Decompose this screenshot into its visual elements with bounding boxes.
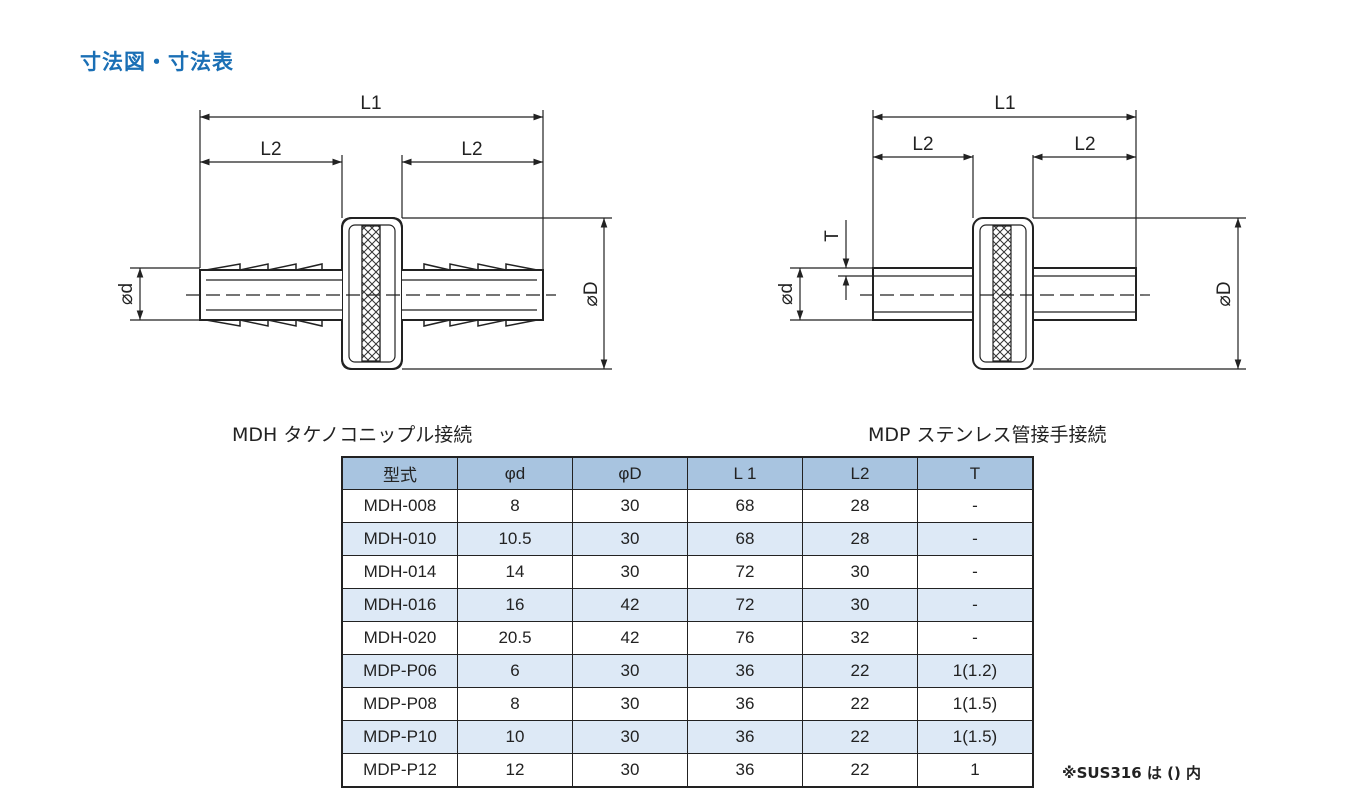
cell-l2: 22: [802, 753, 918, 788]
cell-l2: 22: [802, 687, 918, 721]
mdh-drawing: [130, 110, 612, 370]
dimension-drawings: L1 L2 L2 ⌀d ⌀D L1 L2: [116, 93, 1246, 370]
cell-D: 30: [572, 654, 688, 688]
cell-d: 8: [457, 489, 573, 523]
cell-d: 6: [457, 654, 573, 688]
mdp-caption: MDP ステンレス管接手接続: [868, 424, 1107, 446]
cell-d: 10: [457, 720, 573, 754]
cell-model: MDP-P12: [341, 753, 458, 788]
cell-model: MDH-016: [341, 588, 458, 622]
mdh-caption: MDH タケノコニップル接続: [232, 424, 473, 446]
cell-t: 1(1.5): [917, 687, 1034, 721]
table-row: MDH-020 20.5 42 76 32 -: [341, 621, 1034, 655]
cell-t: 1(1.2): [917, 654, 1034, 688]
cell-l1: 36: [687, 753, 803, 788]
cell-D: 42: [572, 588, 688, 622]
cell-d: 10.5: [457, 522, 573, 556]
header-model: 型式: [341, 456, 458, 490]
cell-model: MDH-014: [341, 555, 458, 589]
cell-model: MDH-008: [341, 489, 458, 523]
cell-l2: 22: [802, 720, 918, 754]
table-row: MDP-P06 6 30 36 22 1(1.2): [341, 654, 1034, 688]
cell-d: 14: [457, 555, 573, 589]
cell-l1: 36: [687, 654, 803, 688]
cell-l1: 36: [687, 720, 803, 754]
cell-l1: 36: [687, 687, 803, 721]
cell-t: -: [917, 489, 1034, 523]
cell-t: -: [917, 621, 1034, 655]
cell-t: -: [917, 588, 1034, 622]
cell-d: 16: [457, 588, 573, 622]
cell-t: -: [917, 522, 1034, 556]
mdp-l2a-label: L2: [912, 134, 933, 155]
cell-D: 30: [572, 522, 688, 556]
mdh-l2a-label: L2: [260, 139, 281, 160]
cell-t: 1(1.5): [917, 720, 1034, 754]
cell-d: 20.5: [457, 621, 573, 655]
mdh-D-label: ⌀D: [581, 281, 602, 306]
mdh-l1-label: L1: [360, 93, 381, 114]
cell-l2: 30: [802, 555, 918, 589]
mdp-D-label: ⌀D: [1214, 281, 1235, 306]
cell-l2: 30: [802, 588, 918, 622]
cell-l1: 68: [687, 489, 803, 523]
cell-d: 12: [457, 753, 573, 788]
mdp-l1-label: L1: [994, 93, 1015, 114]
dimension-table: 型式 φd φD L 1 L2 T MDH-008 8 30 68 28 - M…: [341, 456, 1034, 788]
cell-model: MDP-P10: [341, 720, 458, 754]
cell-D: 42: [572, 621, 688, 655]
cell-model: MDH-010: [341, 522, 458, 556]
cell-l1: 72: [687, 555, 803, 589]
cell-D: 30: [572, 687, 688, 721]
mdp-drawing: [790, 110, 1246, 370]
header-D: φD: [572, 456, 688, 490]
cell-l2: 22: [802, 654, 918, 688]
header-t: T: [917, 456, 1034, 490]
table-row: MDH-010 10.5 30 68 28 -: [341, 522, 1034, 556]
table-row: MDH-014 14 30 72 30 -: [341, 555, 1034, 589]
table-header-row: 型式 φd φD L 1 L2 T: [341, 456, 1034, 490]
page-title: 寸法図・寸法表: [80, 50, 234, 74]
material-note: ※SUS316 は () 内: [1062, 764, 1202, 782]
mdp-d-label: ⌀d: [776, 283, 797, 305]
table-row: MDP-P08 8 30 36 22 1(1.5): [341, 687, 1034, 721]
cell-model: MDH-020: [341, 621, 458, 655]
mdp-t-label: T: [822, 230, 843, 242]
cell-model: MDP-P06: [341, 654, 458, 688]
table-row: MDP-P10 10 30 36 22 1(1.5): [341, 720, 1034, 754]
cell-l2: 28: [802, 522, 918, 556]
cell-model: MDP-P08: [341, 687, 458, 721]
cell-D: 30: [572, 753, 688, 788]
cell-D: 30: [572, 489, 688, 523]
cell-d: 8: [457, 687, 573, 721]
mdp-l2b-label: L2: [1074, 134, 1095, 155]
header-l2: L2: [802, 456, 918, 490]
header-l1: L 1: [687, 456, 803, 490]
mdh-d-label: ⌀d: [116, 283, 137, 305]
cell-l1: 72: [687, 588, 803, 622]
table-row: MDH-016 16 42 72 30 -: [341, 588, 1034, 622]
cell-l1: 68: [687, 522, 803, 556]
table-row: MDH-008 8 30 68 28 -: [341, 489, 1034, 523]
cell-l2: 28: [802, 489, 918, 523]
cell-l2: 32: [802, 621, 918, 655]
cell-t: -: [917, 555, 1034, 589]
header-d: φd: [457, 456, 573, 490]
cell-t: 1: [917, 753, 1034, 788]
cell-l1: 76: [687, 621, 803, 655]
table-row: MDP-P12 12 30 36 22 1: [341, 753, 1034, 788]
cell-D: 30: [572, 720, 688, 754]
cell-D: 30: [572, 555, 688, 589]
mdh-l2b-label: L2: [461, 139, 482, 160]
